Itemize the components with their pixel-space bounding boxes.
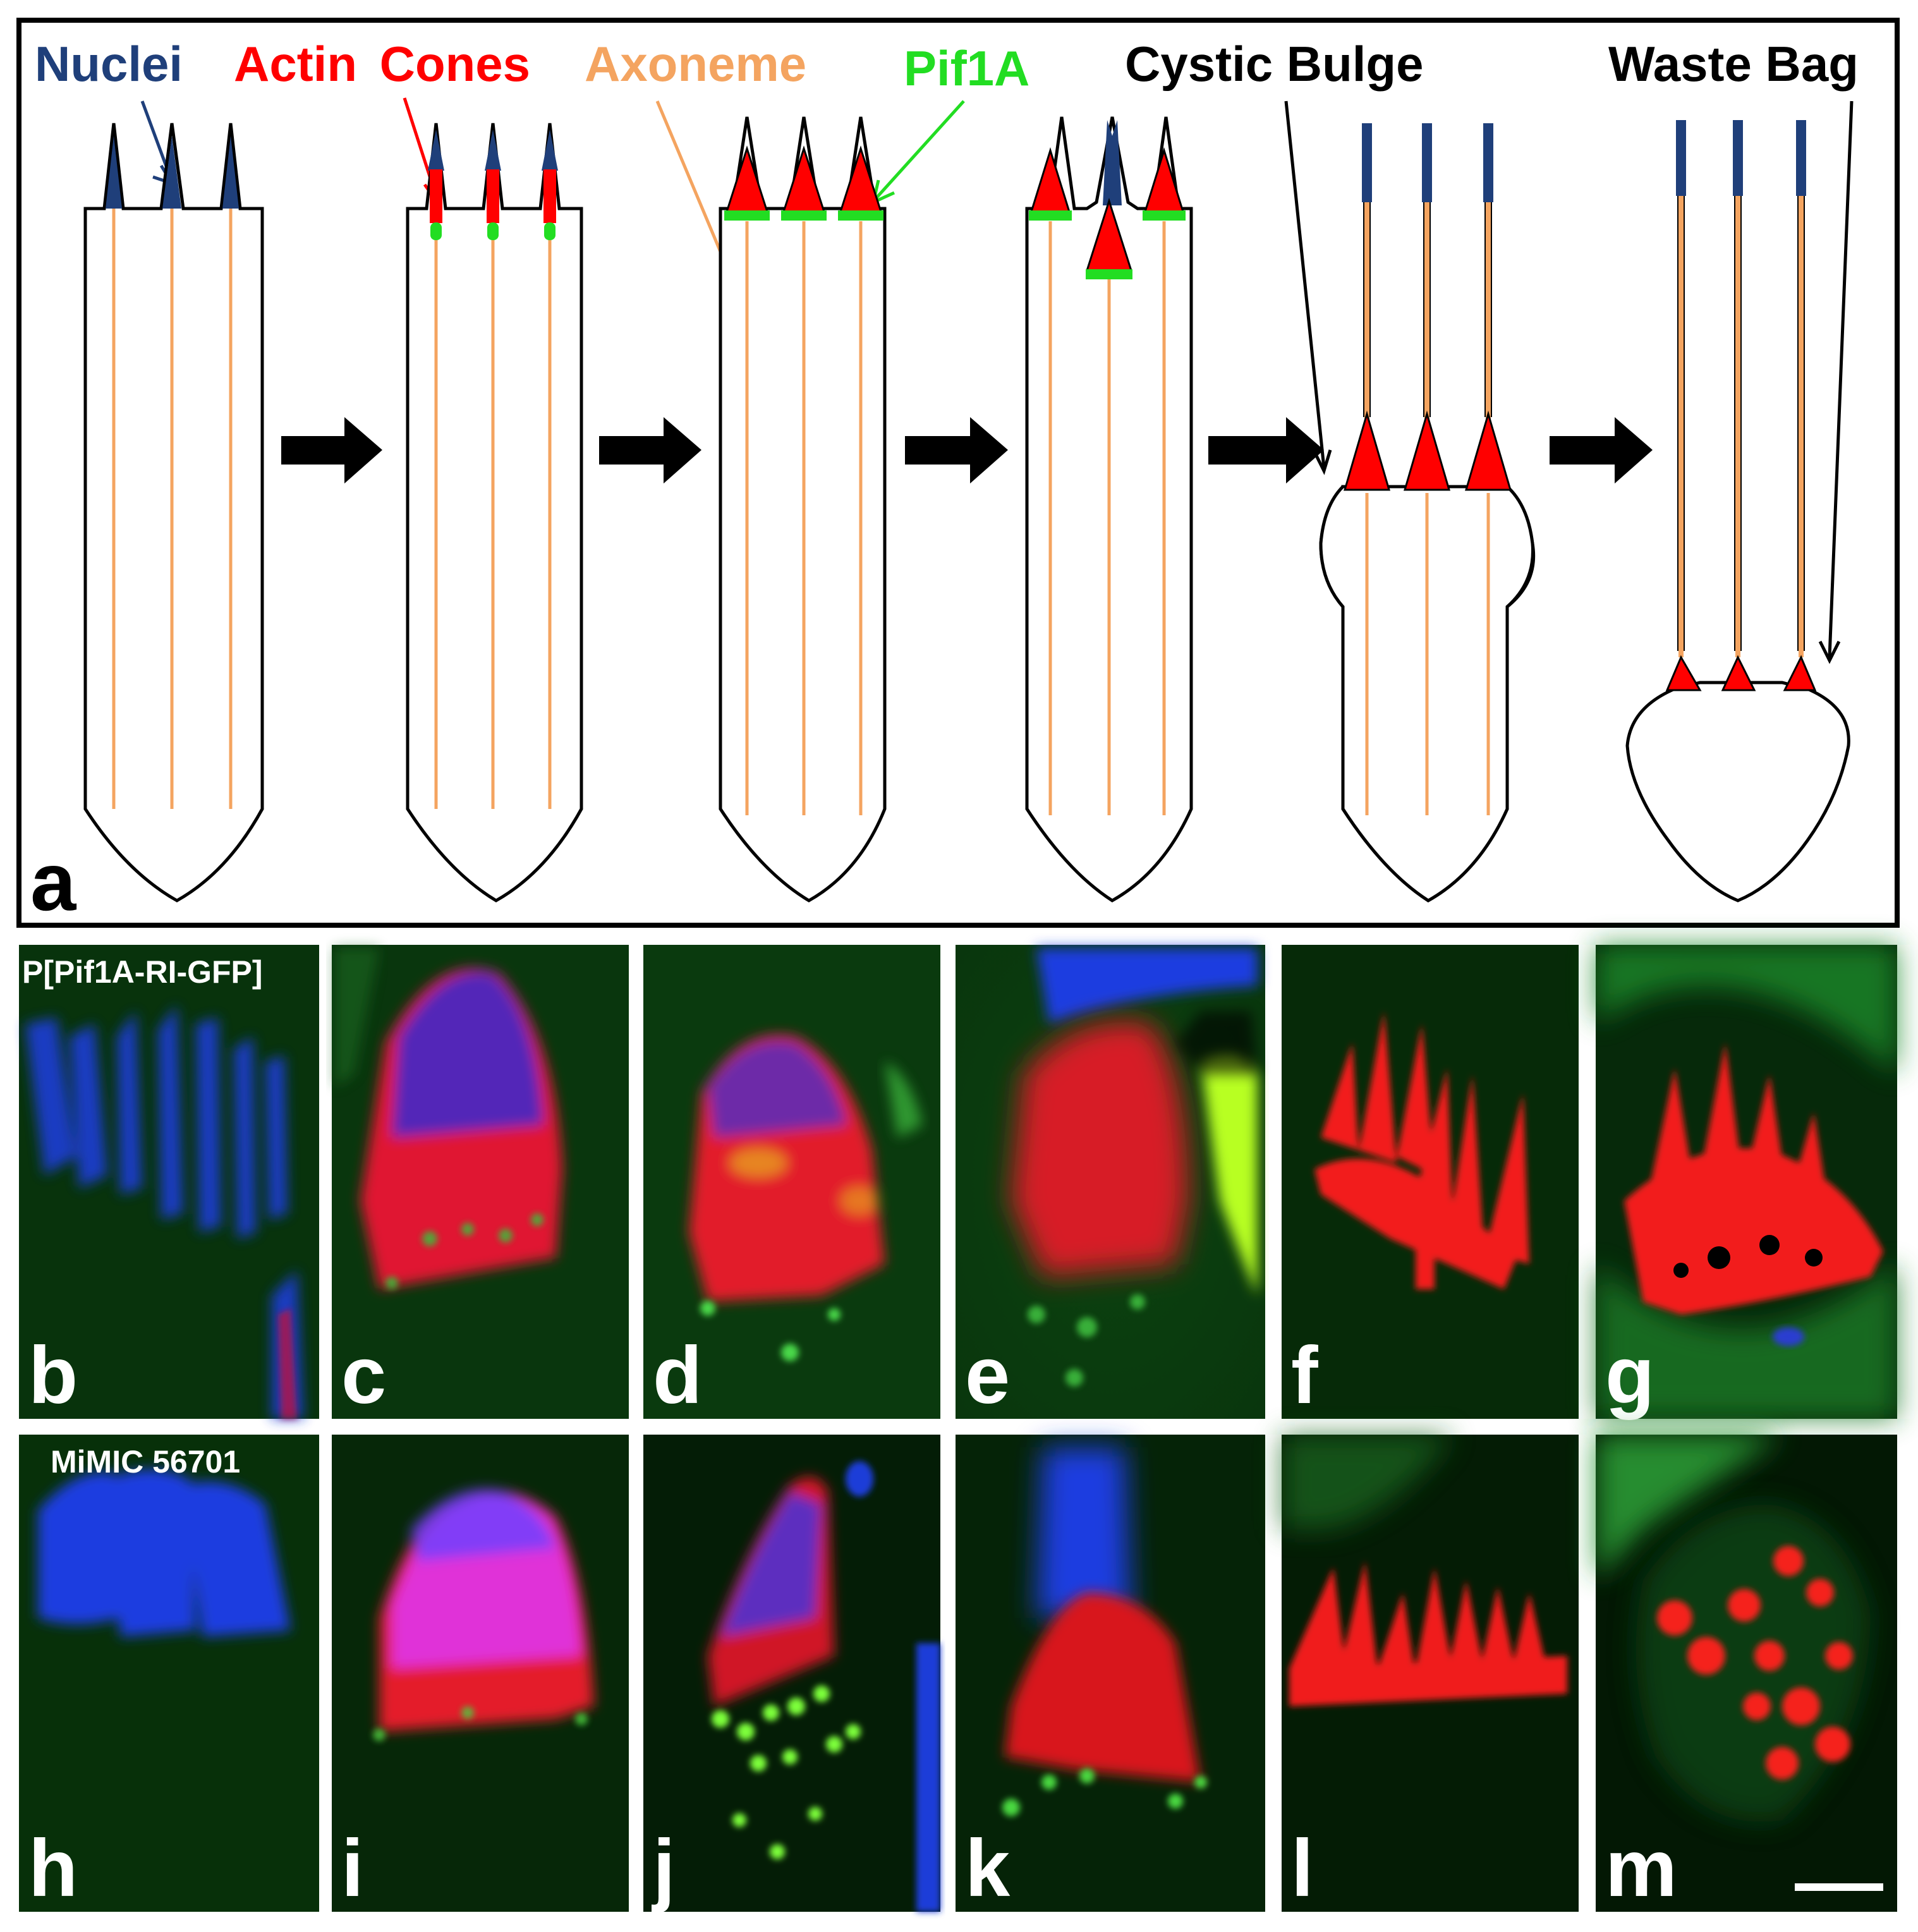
micrograph-panel-l: l xyxy=(1282,1435,1579,1914)
micrograph-panel-g: g xyxy=(1596,945,1897,1421)
micrograph-panel-k: k xyxy=(956,1435,1265,1914)
legend-nuclei: Nuclei xyxy=(35,36,183,92)
legend-axoneme: Axoneme xyxy=(585,36,806,92)
stage-6-waste-bag xyxy=(1625,120,1850,902)
micrograph-panel-h: MiMIC 56701 h xyxy=(19,1435,319,1914)
panel-label-a: a xyxy=(30,835,77,928)
micrograph-row-1: P[Pif1A-RI-GFP] b c xyxy=(19,945,1897,1421)
legend-waste-bag: Waste Bag xyxy=(1608,36,1859,92)
schematic-panel: Nuclei Actin Cones Axoneme Pif1A Cystic … xyxy=(16,18,1900,928)
panel-label-h: h xyxy=(28,1823,78,1914)
panel-label-d: d xyxy=(653,1330,702,1421)
micrograph-panel-c: c xyxy=(332,945,629,1421)
schematic-frame xyxy=(16,18,1900,928)
panel-label-i: i xyxy=(341,1823,364,1914)
micrograph-panel-j: j xyxy=(643,1435,940,1914)
legend-pif1a: Pif1A xyxy=(904,40,1029,96)
panel-label-b: b xyxy=(28,1330,78,1421)
panel-label-e: e xyxy=(965,1330,1010,1421)
legend-cystic-bulge: Cystic Bulge xyxy=(1125,36,1423,92)
stage-2-cyst xyxy=(406,123,583,902)
panel-label-g: g xyxy=(1605,1330,1654,1421)
arrow-2-icon xyxy=(599,417,701,483)
scale-bar xyxy=(1795,1883,1883,1891)
stage-4-cyst xyxy=(1025,116,1193,902)
micrograph-panel-e: e xyxy=(956,945,1265,1421)
micrograph-panel-b: P[Pif1A-RI-GFP] b xyxy=(19,945,319,1421)
legend-actin-cones: Actin Cones xyxy=(234,36,530,92)
micrograph-panel-i: i xyxy=(332,1435,629,1914)
stage-5-cyst xyxy=(1319,123,1536,902)
stage-1-cyst xyxy=(83,123,264,902)
arrow-1-icon xyxy=(281,417,382,483)
micrograph-panel-m: m xyxy=(1596,1435,1897,1914)
panel-label-c: c xyxy=(341,1330,386,1421)
panel-label-j: j xyxy=(652,1823,676,1914)
panel-label-k: k xyxy=(965,1823,1011,1914)
panel-label-m: m xyxy=(1605,1823,1677,1914)
row-1-tag: P[Pif1A-RI-GFP] xyxy=(22,954,263,990)
arrow-3-icon xyxy=(905,417,1008,483)
micrograph-row-2: MiMIC 56701 h i j xyxy=(19,1435,1897,1914)
micrograph-panel-f: f xyxy=(1282,945,1579,1421)
panel-label-l: l xyxy=(1291,1823,1314,1914)
row-2-tag: MiMIC 56701 xyxy=(51,1444,240,1479)
stage-3-cyst xyxy=(719,116,887,902)
arrow-4-icon xyxy=(1208,417,1324,483)
panel-label-f: f xyxy=(1291,1330,1318,1421)
arrow-5-icon xyxy=(1550,417,1653,483)
micrograph-panel-d: d xyxy=(643,945,940,1421)
